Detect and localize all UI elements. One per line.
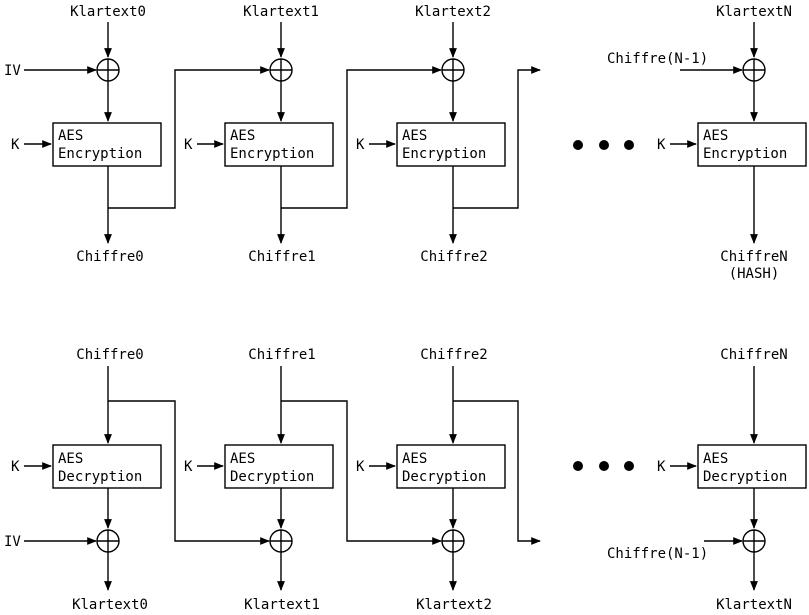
enc-plaintext-1: Klartext1 — [243, 4, 319, 20]
dec-cipher-0: Chiffre0 — [76, 347, 143, 363]
enc-prev-cipher-label: Chiffre(N-1) — [607, 51, 708, 67]
enc-key-1: K — [184, 137, 193, 153]
enc-iv-label: IV — [4, 63, 21, 79]
enc-cipher-2: Chiffre2 — [420, 249, 487, 265]
dec-box-n-line1: AES — [703, 451, 728, 467]
dec-key-1: K — [184, 459, 193, 475]
enc-box-0-line1: AES — [58, 128, 83, 144]
dec-cipher-n: ChiffreN — [720, 347, 787, 363]
enc-plaintext-2: Klartext2 — [415, 4, 491, 20]
enc-box-2-line1: AES — [402, 128, 427, 144]
enc-aes-box-0: AES Encryption — [52, 122, 162, 167]
enc-xor-n — [742, 58, 766, 82]
dec-box-1-line1: AES — [230, 451, 255, 467]
dec-box-1-line2: Decryption — [230, 469, 314, 485]
enc-box-1-line1: AES — [230, 128, 255, 144]
enc-xor-2 — [441, 58, 465, 82]
dec-plaintext-n: KlartextN — [716, 597, 792, 613]
dec-cipher-2: Chiffre2 — [420, 347, 487, 363]
dec-aes-box-0: AES Decryption — [52, 444, 162, 489]
dec-box-2-line2: Decryption — [402, 469, 486, 485]
dec-xor-0 — [96, 529, 120, 553]
dec-box-0-line1: AES — [58, 451, 83, 467]
enc-aes-box-1: AES Encryption — [224, 122, 334, 167]
dec-ellipsis — [573, 461, 634, 471]
enc-box-n-line2: Encryption — [703, 146, 787, 162]
enc-hash-label: (HASH) — [729, 266, 780, 282]
dec-cipher-1: Chiffre1 — [248, 347, 315, 363]
enc-aes-box-n: AES Encryption — [697, 122, 807, 167]
dec-xor-2 — [441, 529, 465, 553]
dec-plaintext-2: Klartext2 — [416, 597, 492, 613]
dec-plaintext-1: Klartext1 — [244, 597, 320, 613]
enc-xor-0 — [96, 58, 120, 82]
dec-key-0: K — [11, 459, 20, 475]
dec-xor-n — [742, 529, 766, 553]
dec-box-2-line1: AES — [402, 451, 427, 467]
enc-plaintext-0: Klartext0 — [70, 4, 146, 20]
dec-iv-label: IV — [4, 534, 21, 550]
dec-plaintext-0: Klartext0 — [72, 597, 148, 613]
dec-box-0-line2: Decryption — [58, 469, 142, 485]
dec-aes-box-1: AES Decryption — [224, 444, 334, 489]
dec-prev-cipher-label: Chiffre(N-1) — [607, 546, 708, 562]
dec-box-n-line2: Decryption — [703, 469, 787, 485]
enc-box-1-line2: Encryption — [230, 146, 314, 162]
enc-ellipsis — [573, 140, 634, 150]
dec-xor-1 — [269, 529, 293, 553]
enc-key-2: K — [356, 137, 365, 153]
dec-aes-box-n: AES Decryption — [697, 444, 807, 489]
decryption-section: Chiffre0 Chiffre1 Chiffre2 ChiffreN K K … — [4, 347, 807, 613]
enc-plaintext-n: KlartextN — [716, 4, 792, 20]
enc-box-2-line2: Encryption — [402, 146, 486, 162]
dec-key-n: K — [657, 459, 666, 475]
encryption-section: Klartext0 Klartext1 Klartext2 KlartextN … — [4, 4, 807, 282]
enc-xor-1 — [269, 58, 293, 82]
enc-key-0: K — [11, 137, 20, 153]
enc-box-n-line1: AES — [703, 128, 728, 144]
enc-cipher-n: ChiffreN — [720, 249, 787, 265]
enc-key-n: K — [657, 137, 666, 153]
enc-cipher-1: Chiffre1 — [248, 249, 315, 265]
dec-aes-box-2: AES Decryption — [396, 444, 506, 489]
enc-box-0-line2: Encryption — [58, 146, 142, 162]
enc-aes-box-2: AES Encryption — [396, 122, 506, 167]
dec-key-2: K — [356, 459, 365, 475]
enc-cipher-0: Chiffre0 — [76, 249, 143, 265]
